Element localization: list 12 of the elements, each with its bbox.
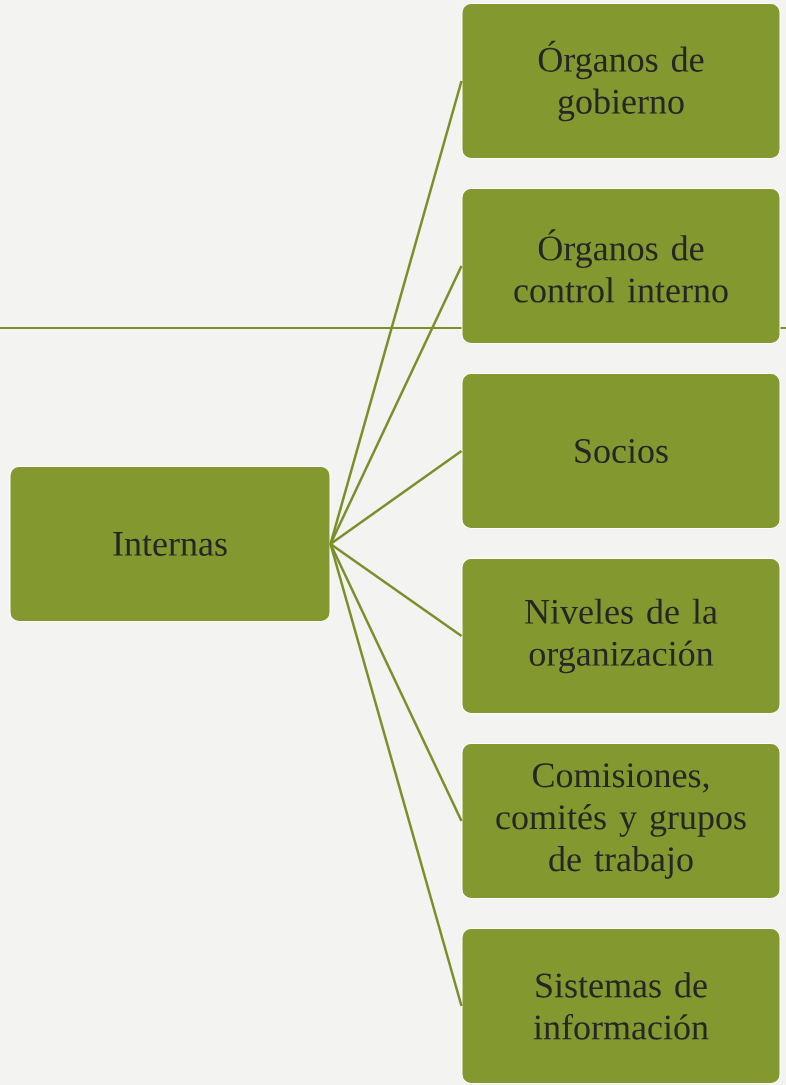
process-box: Órganos de gobierno: [461, 3, 781, 159]
connector-line: [329, 543, 463, 1007]
process-box: Órganos de control interno: [461, 188, 781, 344]
connector-line: [329, 542, 463, 637]
process-box: Comisiones, comités y grupos de trabajo: [461, 743, 781, 899]
connector-line: [329, 265, 463, 545]
process-box: Sistemas de información: [461, 928, 781, 1084]
connector-line: [329, 543, 463, 822]
connector-line: [329, 449, 463, 545]
process-box: Socios: [461, 373, 781, 529]
process-box: Niveles de la organización: [461, 558, 781, 714]
process-box: Internas: [9, 466, 331, 622]
